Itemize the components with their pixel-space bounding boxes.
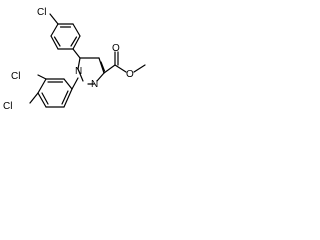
bond — [63, 88, 73, 108]
bond — [77, 57, 81, 70]
atom-label-o-ether: O — [126, 69, 134, 80]
bond — [72, 23, 81, 37]
bond — [96, 72, 105, 82]
aromatic-inner-bond — [61, 90, 69, 105]
atom-label-cl-top: Cl — [37, 7, 46, 18]
bond — [77, 68, 84, 82]
bond-c-o-single — [114, 64, 127, 73]
bond-c-cl-top — [49, 13, 59, 25]
bond-c-cl-left-lower — [29, 92, 39, 104]
atom-label-cl-left-lower: Cl — [3, 101, 12, 112]
bond — [103, 64, 116, 74]
chemical-structure-diagram: Cl N N O O Cl Cl — [3, 7, 146, 112]
bond — [50, 35, 59, 50]
atom-label-n1: N — [75, 66, 82, 77]
aromatic-inner-bond — [70, 36, 78, 47]
atom-label-cl-left-upper: Cl — [11, 71, 20, 82]
atom-label-n2: N — [91, 79, 98, 90]
aromatic-inner-bond — [41, 92, 49, 105]
bond — [72, 35, 81, 50]
dichlorophenyl-ring-bottom — [37, 78, 73, 108]
bond-aryl-pyrazole — [72, 48, 81, 59]
bond — [37, 92, 47, 108]
bond — [63, 78, 73, 90]
atom-label-o-carbonyl: O — [112, 43, 120, 54]
pyrazole-ring — [77, 57, 106, 85]
bond — [50, 23, 59, 37]
aromatic-inner-bond — [53, 36, 61, 47]
bond-o-methyl — [133, 64, 146, 73]
bond — [37, 78, 47, 94]
bond-n-aryl — [71, 77, 79, 90]
bond — [98, 57, 105, 74]
bond-c-cl-left-upper — [37, 74, 47, 80]
methyl-ester-group — [103, 51, 146, 74]
double-bond-inner — [100, 61, 106, 72]
chlorophenyl-ring-top — [50, 23, 81, 50]
